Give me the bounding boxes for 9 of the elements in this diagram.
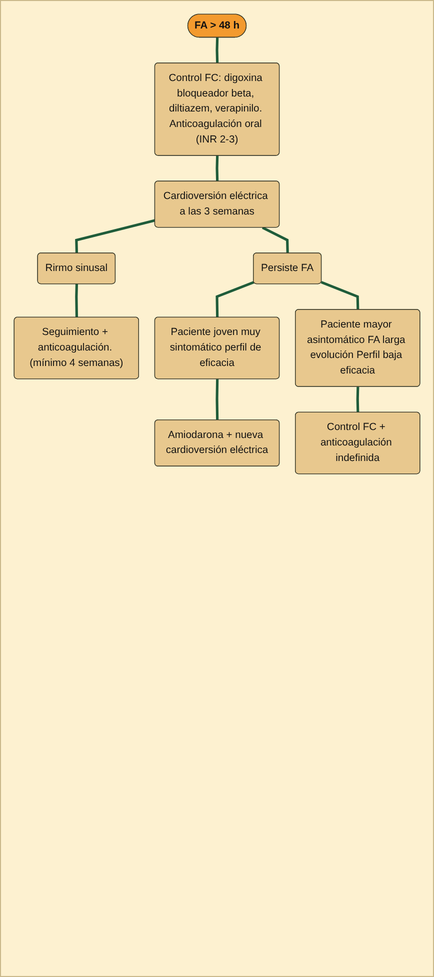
connector <box>356 386 360 412</box>
connector <box>75 219 156 254</box>
connector <box>320 281 360 310</box>
connector <box>262 226 289 254</box>
connector <box>216 156 219 182</box>
connector <box>216 379 219 420</box>
connector <box>216 281 254 318</box>
connector <box>75 284 78 318</box>
connector <box>216 38 219 64</box>
